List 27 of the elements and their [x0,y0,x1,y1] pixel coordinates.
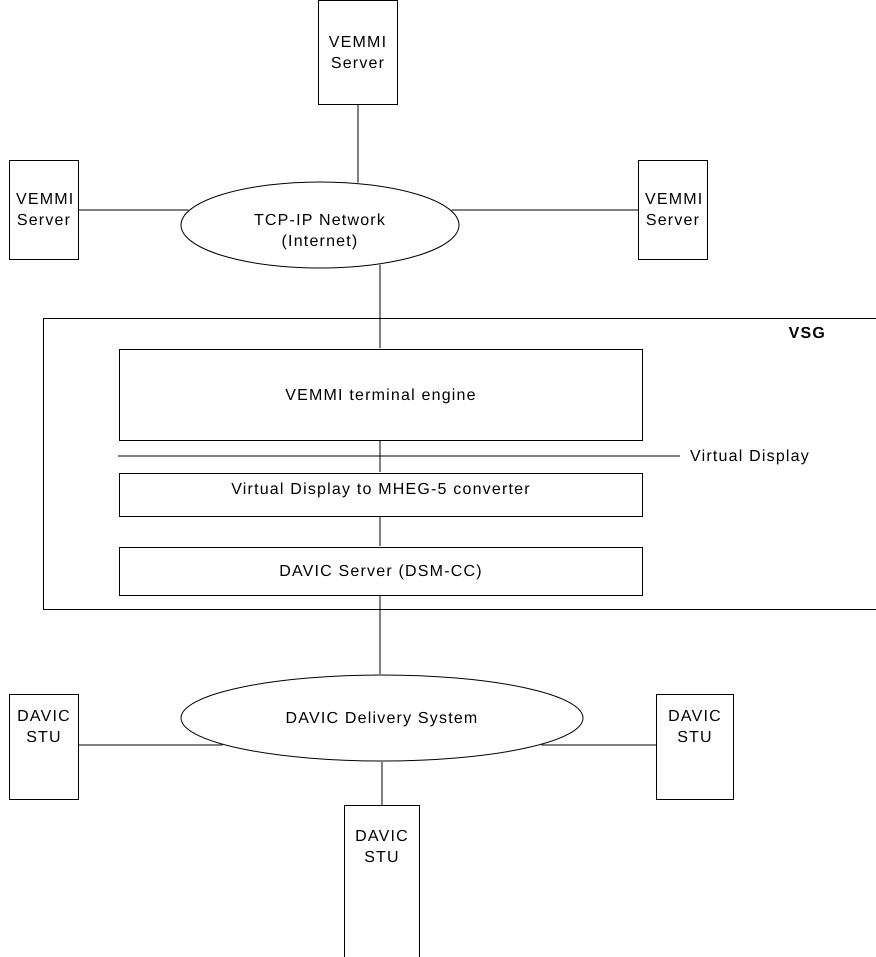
component-box [9,694,79,800]
node-label: DAVIC STU [354,827,410,868]
node-label: VEMMI Server [16,190,72,231]
layer-label: Virtual Display [690,447,810,467]
network-ellipse [180,181,460,269]
component-box [344,805,420,957]
node-label: DAVIC Server (DSM-CC) [278,562,484,582]
network-ellipse [180,674,584,762]
group-title: VSG [788,324,826,344]
connector-line [78,744,223,746]
node-label: Virtual Display to MHEG-5 converter [230,480,532,500]
node-label: VEMMI terminal engine [284,386,478,406]
component-box [119,349,643,441]
component-box [638,160,708,260]
component-box [318,0,398,105]
node-label: VEMMI Server [328,32,388,74]
node-label: DAVIC Delivery System [284,708,480,728]
node-label: DAVIC STU [667,707,723,748]
node-label: DAVIC STU [16,707,72,748]
node-label: VEMMI Server [645,190,701,231]
component-box [119,547,643,596]
node-label: TCP-IP Network (Internet) [252,211,388,252]
component-box [656,694,734,800]
component-box [9,160,79,260]
connector-line [541,744,656,746]
component-box [119,473,643,517]
gateway-frame [43,318,876,610]
